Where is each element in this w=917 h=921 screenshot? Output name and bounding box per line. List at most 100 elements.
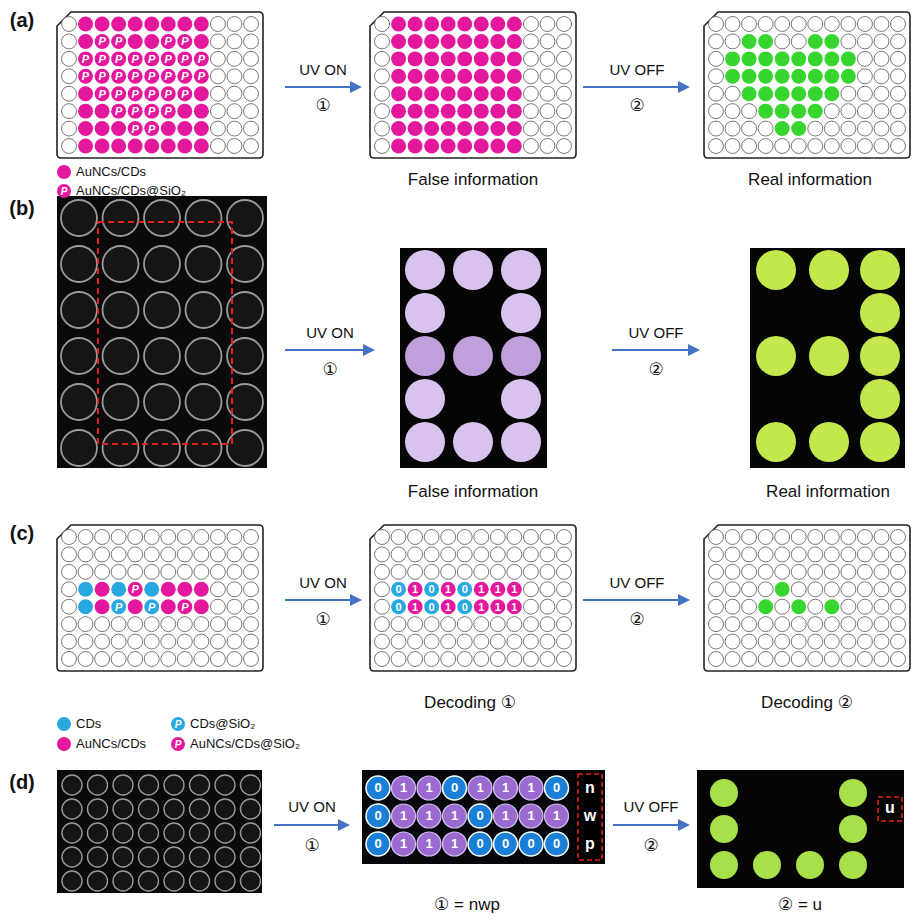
empty-well (424, 547, 439, 562)
bit-digit: 1 (511, 583, 517, 595)
filled-well (144, 51, 159, 66)
empty-well (227, 139, 242, 154)
empty-well (891, 121, 906, 136)
well-mark: P (165, 53, 172, 65)
empty-well (891, 51, 906, 66)
empty-well (841, 121, 856, 136)
arrow-label: UV ON (288, 799, 336, 816)
empty-well (210, 564, 225, 579)
empty-well (557, 104, 572, 119)
filled-well (161, 104, 176, 119)
filled-well (507, 139, 522, 154)
filled-well (824, 51, 839, 66)
empty-well (808, 121, 823, 136)
photo-well (61, 292, 97, 328)
bit-digit: 0 (374, 837, 381, 851)
bit-digit: 0 (395, 583, 401, 595)
step-number: ① (304, 837, 319, 856)
empty-well (490, 652, 505, 667)
filled-well (424, 599, 439, 614)
filled-well (144, 104, 159, 119)
well-mark: P (132, 70, 139, 82)
empty-well (857, 34, 872, 49)
empty-well (227, 617, 242, 632)
glowing-well (417, 804, 441, 828)
filled-well (111, 34, 126, 49)
empty-well (507, 617, 522, 632)
filled-well (490, 599, 505, 614)
well-plate (57, 525, 263, 671)
empty-well (210, 34, 225, 49)
filled-well (391, 104, 406, 119)
photo-well (103, 384, 139, 420)
empty-well (375, 17, 390, 32)
step-number: ② (629, 611, 644, 630)
bit-digit: 0 (429, 601, 435, 613)
empty-well (742, 17, 757, 32)
empty-well (128, 634, 143, 649)
filled-well (824, 599, 839, 614)
photo-well (164, 823, 184, 843)
empty-well (375, 139, 390, 154)
filled-well (194, 121, 209, 136)
empty-well (874, 69, 889, 84)
empty-well (424, 652, 439, 667)
glowing-well (405, 336, 445, 376)
empty-well (375, 564, 390, 579)
photo-well (215, 823, 235, 843)
empty-well (841, 582, 856, 597)
empty-well (111, 652, 126, 667)
empty-well (857, 617, 872, 632)
empty-well (177, 617, 192, 632)
empty-well (507, 530, 522, 545)
glowing-well (453, 250, 493, 290)
glowing-well (366, 776, 390, 800)
glowing-well (453, 422, 493, 462)
empty-well (457, 652, 472, 667)
photo-well (241, 799, 261, 819)
empty-well (424, 530, 439, 545)
empty-well (540, 104, 555, 119)
empty-well (391, 634, 406, 649)
empty-well (62, 121, 77, 136)
photo-well (164, 847, 184, 867)
legend-swatch (57, 717, 71, 731)
filled-well (144, 599, 159, 614)
empty-well (808, 17, 823, 32)
filled-well (758, 599, 773, 614)
empty-well (95, 564, 110, 579)
empty-well (874, 17, 889, 32)
empty-well (758, 121, 773, 136)
empty-well (244, 17, 259, 32)
filled-well (457, 34, 472, 49)
arrow-label: UV OFF (629, 325, 684, 342)
empty-well (244, 582, 259, 597)
filled-well (161, 599, 176, 614)
photo-well (186, 384, 222, 420)
empty-well (725, 582, 740, 597)
empty-well (128, 617, 143, 632)
empty-well (161, 652, 176, 667)
glowing-well (545, 776, 569, 800)
filled-well (824, 86, 839, 101)
empty-well (758, 564, 773, 579)
glowing-well (860, 379, 900, 419)
empty-well (540, 34, 555, 49)
empty-well (557, 530, 572, 545)
glowing-well (809, 336, 849, 376)
filled-well (95, 86, 110, 101)
filled-well (791, 51, 806, 66)
empty-well (557, 69, 572, 84)
empty-well (709, 617, 724, 632)
empty-well (424, 634, 439, 649)
photo-well (88, 799, 108, 819)
photo-well (190, 847, 210, 867)
empty-well (725, 34, 740, 49)
filled-well (791, 69, 806, 84)
empty-well (824, 121, 839, 136)
empty-well (144, 617, 159, 632)
glowing-well (545, 804, 569, 828)
empty-well (210, 547, 225, 562)
